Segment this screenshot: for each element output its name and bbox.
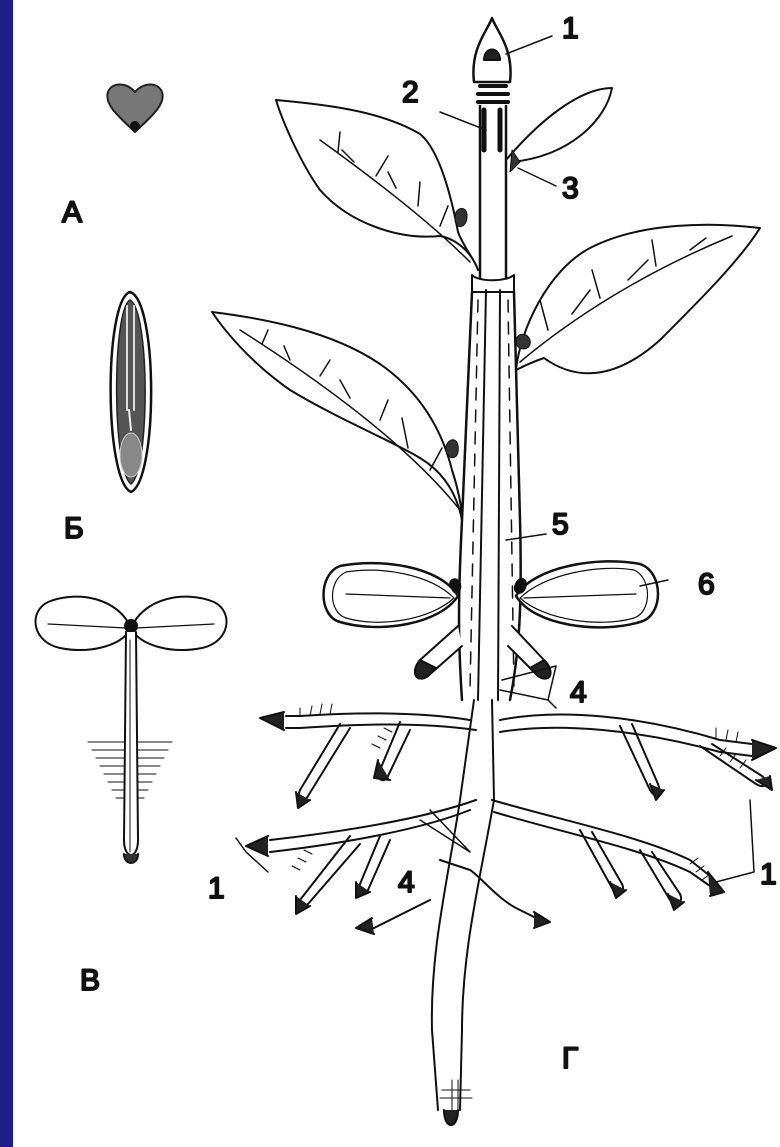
embryo-seed-section <box>111 292 152 492</box>
panel-label-g: Г <box>562 1042 578 1075</box>
callout-4-lower: 4 <box>398 866 415 899</box>
axillary-bud-right-mid <box>516 334 530 349</box>
axillary-bud-left-top <box>455 208 467 226</box>
panel-label-v: В <box>80 964 100 997</box>
callout-1-root-right: 1 <box>760 858 777 891</box>
cotyledons <box>324 561 659 678</box>
callout-3: 3 <box>562 172 579 205</box>
axillary-bud-left-mid <box>446 440 458 458</box>
callout-2: 2 <box>402 76 419 109</box>
callout-6: 6 <box>698 568 715 601</box>
root-system <box>246 700 776 1125</box>
leaf-middle-right <box>516 225 760 374</box>
leaf-top-right <box>506 88 612 162</box>
embryo-heart-stage <box>107 85 162 133</box>
panel-label-b: Б <box>64 512 84 545</box>
seedling <box>36 597 227 863</box>
callout-1-apex: 1 <box>562 12 579 45</box>
callout-4-upper: 4 <box>570 676 587 709</box>
leaf-top-left <box>276 100 478 270</box>
callout-1-root-left: 1 <box>208 872 225 905</box>
panel-label-a: А <box>62 196 82 229</box>
leaf-middle-left <box>212 312 462 520</box>
mature-plant <box>212 18 776 1125</box>
callout-5: 5 <box>552 508 569 541</box>
